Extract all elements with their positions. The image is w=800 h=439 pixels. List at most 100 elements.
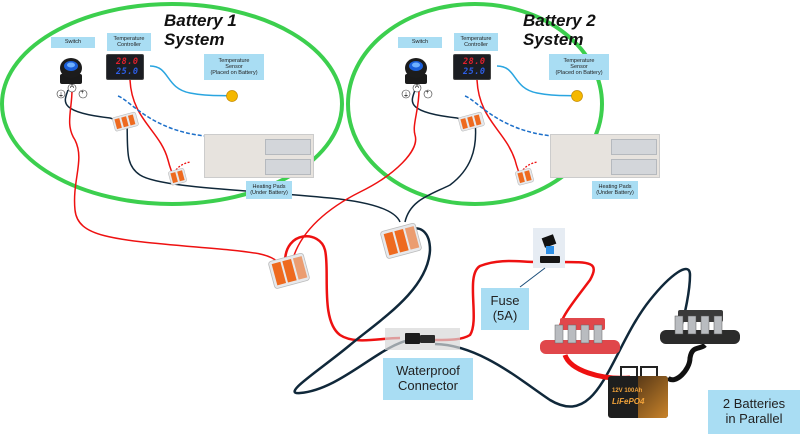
positive-terminal-2 [423, 89, 433, 99]
label-text: Sensor [570, 63, 588, 70]
sensor-wire-1 [149, 65, 233, 97]
label-text: Switch [64, 39, 82, 46]
switch-label-2: Switch [398, 37, 442, 48]
label-text: Temperature [460, 35, 492, 42]
label-text: (Placed on Battery) [210, 70, 258, 77]
main-positive-wire [283, 235, 401, 342]
battery-2-system-outline [346, 2, 604, 206]
waterproof-connector-icon [385, 328, 460, 350]
label-text: (5A) [492, 308, 518, 323]
fuse-output-wire [558, 260, 595, 329]
label-text: in Parallel [725, 411, 783, 426]
fuse-pointer-arrow [519, 267, 546, 288]
busbar-negative-wire [434, 267, 692, 408]
pad-return-dashed-2 [464, 95, 553, 137]
label-text: Heating Pads [598, 183, 632, 190]
accessory-symbol: A [70, 84, 75, 90]
positive-symbol: + [425, 90, 430, 96]
label-text: Waterproof [396, 363, 460, 379]
rocker-switch-icon-2 [405, 58, 427, 84]
battery-1-system-title: Battery 1 System [164, 11, 237, 49]
negative-wire-2 [404, 121, 477, 223]
display-current-temp: 25.0 [463, 67, 486, 77]
sensor-label-1: Temperature Sensor (Placed on Battery) [204, 54, 264, 80]
accessory-terminal-2 [412, 83, 422, 93]
positive-busbar-icon [540, 318, 620, 354]
battery-negative-cable [666, 342, 707, 383]
lever-connector-main-positive [268, 252, 310, 289]
title-line-2: System [523, 30, 584, 49]
heating-pad [611, 139, 657, 155]
battery-2-system-title: Battery 2 System [523, 11, 596, 49]
label-text: Fuse [490, 293, 520, 309]
lever-connector-controller-2 [458, 111, 485, 132]
pad-return-dashed-1 [117, 95, 206, 137]
label-text: (Under Battery) [250, 190, 288, 196]
label-text: Temperature [113, 35, 145, 42]
heating-pads-image-1 [204, 134, 314, 178]
controller-label-2: Temperature Controller [454, 33, 498, 51]
ground-terminal-1 [56, 89, 66, 99]
label-text: Switch [411, 39, 429, 46]
lever-connector-controller-1 [112, 111, 139, 132]
fuse-label: Fuse (5A) [481, 288, 529, 330]
ground-symbol: ⏚ [403, 93, 410, 99]
heating-pads-label-1: Heating Pads (Under Battery) [246, 181, 292, 199]
ground-symbol: ⏚ [58, 93, 65, 99]
heating-pad [611, 159, 657, 175]
display-setpoint: 28.0 [116, 57, 139, 67]
batteries-parallel-label: 2 Batteries in Parallel [708, 390, 800, 434]
temperature-sensor-probe-1 [226, 90, 238, 102]
title-line-1: Battery 2 [523, 11, 596, 30]
display-setpoint: 28.0 [463, 57, 486, 67]
switch-feed-wire-2 [291, 89, 420, 263]
temperature-controller-display-1: 28.0 25.0 [106, 54, 144, 80]
label-text: Heating Pads [252, 183, 286, 190]
controller-output-wire-1 [129, 79, 174, 177]
accessory-symbol: A [415, 84, 420, 90]
controller-output-wire-2 [476, 79, 521, 177]
switch-label-1: Switch [51, 37, 95, 48]
rocker-switch-icon-1 [60, 58, 82, 84]
switch-ground-wire-1 [64, 89, 121, 126]
lifepo4-battery-icon: 12V 100Ah LiFePO4 [608, 366, 668, 418]
title-line-2: System [164, 30, 225, 49]
lever-connector-pads-2 [515, 168, 534, 186]
label-text: Connector [398, 378, 458, 393]
label-text: Temperature [218, 57, 250, 64]
switch-feed-wire-1 [68, 89, 279, 263]
lever-connector-pads-1 [168, 168, 187, 186]
battery-brand: LiFePO4 [612, 397, 645, 406]
battery-handle [620, 366, 638, 380]
temperature-sensor-probe-2 [571, 90, 583, 102]
label-text: Controller [464, 42, 488, 48]
battery-graphic [638, 376, 668, 418]
title-line-1: Battery 1 [164, 11, 237, 30]
heating-pad [265, 139, 311, 155]
heating-pad [265, 159, 311, 175]
battery-handle [640, 366, 658, 380]
label-text: Temperature [563, 57, 595, 64]
sensor-label-2: Temperature Sensor (Placed on Battery) [549, 54, 609, 80]
pad-lead-dashed-1 [175, 161, 191, 171]
label-text: (Placed on Battery) [555, 70, 603, 77]
label-text: Controller [117, 42, 141, 48]
controller-label-1: Temperature Controller [107, 33, 151, 51]
ground-terminal-2 [401, 89, 411, 99]
waterproof-connector-label: Waterproof Connector [383, 358, 473, 400]
label-text: 2 Batteries [722, 396, 786, 412]
positive-terminal-1 [78, 89, 88, 99]
accessory-terminal-1 [67, 83, 77, 93]
temperature-controller-display-2: 28.0 25.0 [453, 54, 491, 80]
label-text: Sensor [225, 63, 243, 70]
sensor-wire-2 [496, 65, 578, 97]
display-current-temp: 25.0 [116, 67, 139, 77]
lever-connector-main-negative [380, 222, 422, 259]
heating-pads-label-2: Heating Pads (Under Battery) [592, 181, 638, 199]
positive-symbol: + [80, 90, 85, 96]
label-text: (Under Battery) [596, 190, 634, 196]
negative-busbar-icon [660, 310, 740, 344]
heating-pads-image-2 [550, 134, 660, 178]
negative-wire-1 [126, 121, 401, 223]
